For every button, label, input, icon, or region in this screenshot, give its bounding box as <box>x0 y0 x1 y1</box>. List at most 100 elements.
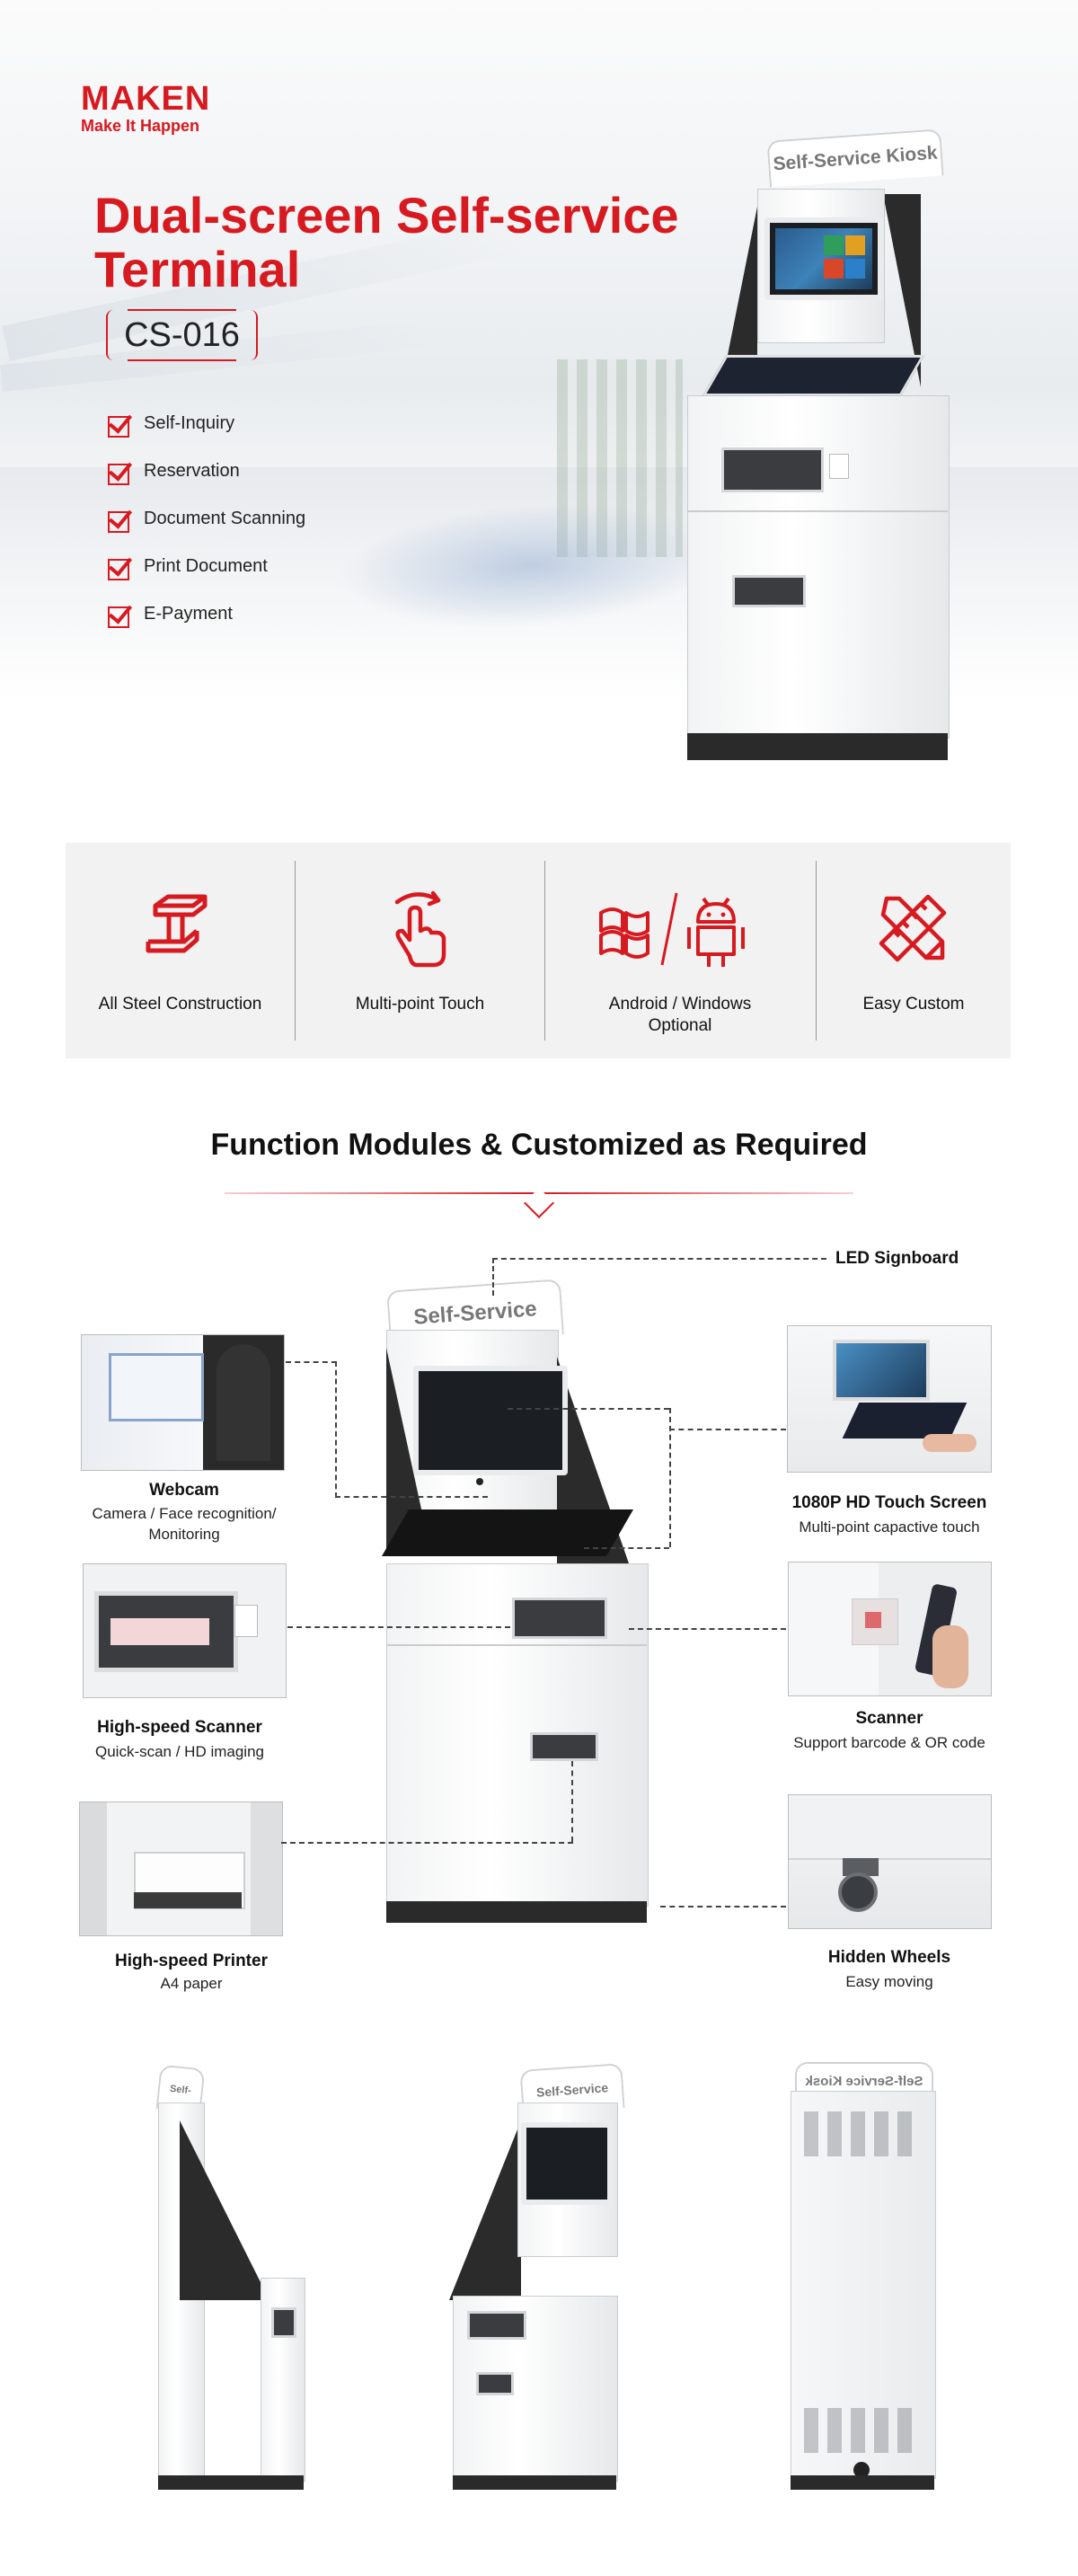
feature-list: Self-Inquiry Reservation Document Scanni… <box>106 400 305 638</box>
side-view-kiosk: Self-Service Kiosk <box>153 2064 314 2490</box>
touch-hand-icon <box>394 890 446 968</box>
vent-grille <box>804 2408 921 2453</box>
highlight-touch: Multi-point Touch <box>296 843 544 1058</box>
windows-android-icon <box>599 892 745 967</box>
printer-outlet <box>530 1732 598 1761</box>
kiosk-side-panel <box>180 2120 270 2300</box>
highlight-label-line: Android / Windows <box>608 995 752 1014</box>
kiosk-side-panel <box>449 2120 521 2300</box>
webcam-thumbnail <box>81 1334 285 1471</box>
touch-leader-line <box>508 1408 669 1410</box>
brand-name: MAKEN <box>81 80 211 118</box>
wheels-subtitle: Easy moving <box>845 1973 933 1990</box>
webcam-subtitle-line: Camera / Face recognition/ <box>92 1505 277 1522</box>
touchscreen-title: 1080P HD Touch Screen <box>791 1493 987 1512</box>
highlight-label: All Steel Construction <box>98 995 262 1014</box>
printer-leader-line <box>571 1761 573 1842</box>
printer-subtitle: A4 paper <box>160 1975 223 1992</box>
title-line-2: Terminal <box>94 241 301 297</box>
led-leader-line <box>492 1258 826 1296</box>
kiosk-main-screen <box>413 1366 568 1475</box>
front-view-kiosk: Self-Service Kiosk <box>449 2063 629 2490</box>
kiosk-main-screen <box>521 2122 613 2205</box>
wheels-thumbnail <box>788 1794 992 1929</box>
highlight-custom: Easy Custom <box>817 843 1011 1058</box>
touch-leader-line <box>584 1547 669 1549</box>
highlight-label-line: Optional <box>648 1016 712 1035</box>
highlight-label: Android / Windows Optional <box>545 994 815 1037</box>
checkbox-icon <box>106 551 133 580</box>
highlight-label: Multi-point Touch <box>355 995 485 1014</box>
wheels-title: Hidden Wheels <box>827 1948 951 1967</box>
hs-scanner-title: High-speed Scanner <box>97 1718 262 1737</box>
feature-item: Print Document <box>106 543 305 590</box>
feature-label: Document Scanning <box>144 509 306 528</box>
steel-beam-icon <box>146 894 208 953</box>
printer-outlet <box>732 575 806 607</box>
kiosk-base <box>453 2475 616 2490</box>
webcam-subtitle: Camera / Face recognition/ Monitoring <box>54 1503 314 1545</box>
scanner-window <box>467 2311 526 2340</box>
webcam-leader-line <box>335 1496 488 1498</box>
kiosk-signboard: Self-Service Kiosk <box>766 128 944 188</box>
kiosk-base <box>158 2475 304 2490</box>
led-title: LED Signboard <box>835 1249 959 1268</box>
touch-leader-line <box>669 1408 788 1547</box>
hero-kiosk-image: Self-Service Kiosk <box>678 128 950 791</box>
touch-leader-line <box>669 1429 786 1430</box>
printer-title: High-speed Printer <box>115 1952 268 1970</box>
kiosk-base <box>791 2475 934 2490</box>
modules-heading: Function Modules & Customized as Require… <box>210 1128 868 1162</box>
kiosk-base <box>687 733 948 760</box>
vent-grille <box>804 2111 921 2156</box>
feature-label: Self-Inquiry <box>144 413 235 433</box>
webcam-leader-line <box>286 1361 337 1498</box>
checkbox-icon <box>106 503 133 533</box>
scanner-leader-line <box>629 1628 786 1630</box>
feature-label: Reservation <box>144 461 240 481</box>
scanner-title: Scanner <box>855 1709 923 1728</box>
printer-thumbnail <box>79 1801 283 1936</box>
printer-leader-line <box>281 1842 573 1844</box>
scanner-window <box>721 447 824 492</box>
back-view-kiosk: Self-Service Kiosk <box>782 2062 936 2493</box>
lock-icon <box>853 2462 870 2478</box>
highlight-os: Android / Windows Optional <box>545 843 815 1058</box>
webcam-title: Webcam <box>149 1481 219 1500</box>
feature-label: E-Payment <box>144 604 233 624</box>
touchscreen-subtitle: Multi-point capactive touch <box>799 1518 980 1536</box>
card-reader <box>829 454 849 479</box>
pencil-ruler-icon <box>879 894 947 962</box>
highlights-strip: All Steel Construction Multi-point Touch <box>66 843 1011 1058</box>
printer-outlet <box>476 2372 514 2395</box>
hs-scanner-thumbnail <box>83 1563 287 1698</box>
checkbox-icon <box>106 408 133 438</box>
page-title: Dual-screen Self-service Terminal <box>94 189 723 297</box>
webcam-lens <box>476 1478 483 1485</box>
kiosk-second-screen <box>702 355 925 396</box>
title-line-1: Dual-screen Self-service <box>94 187 679 243</box>
kiosk-main-screen <box>764 217 883 300</box>
touchscreen-thumbnail <box>787 1325 992 1473</box>
kiosk-second-screen <box>381 1509 634 1556</box>
scanner-thumbnail <box>788 1562 992 1696</box>
hs-scanner-subtitle: Quick-scan / HD imaging <box>94 1743 264 1760</box>
brand-slogan: Make It Happen <box>81 117 200 135</box>
kiosk-base <box>386 1901 647 1923</box>
feature-label: Print Document <box>144 556 268 576</box>
scanner-window <box>512 1598 607 1639</box>
wheels-leader-line <box>660 1906 786 1908</box>
feature-item: Document Scanning <box>106 495 305 543</box>
divider <box>816 861 817 1040</box>
scanner-subtitle: Support barcode & OR code <box>793 1734 985 1751</box>
model-badge: CS-016 <box>106 309 258 361</box>
highlight-steel: All Steel Construction <box>66 843 295 1058</box>
module-kiosk-image: Self-Service Kiosk <box>341 1258 665 1941</box>
brand-logo: MAKEN Make It Happen <box>81 81 210 135</box>
feature-item: Self-Inquiry <box>106 400 305 447</box>
webcam-subtitle-line: Monitoring <box>148 1526 220 1543</box>
divider <box>295 861 296 1040</box>
feature-item: E-Payment <box>106 590 305 638</box>
scanner-window <box>271 2307 296 2338</box>
feature-item: Reservation <box>106 447 305 495</box>
